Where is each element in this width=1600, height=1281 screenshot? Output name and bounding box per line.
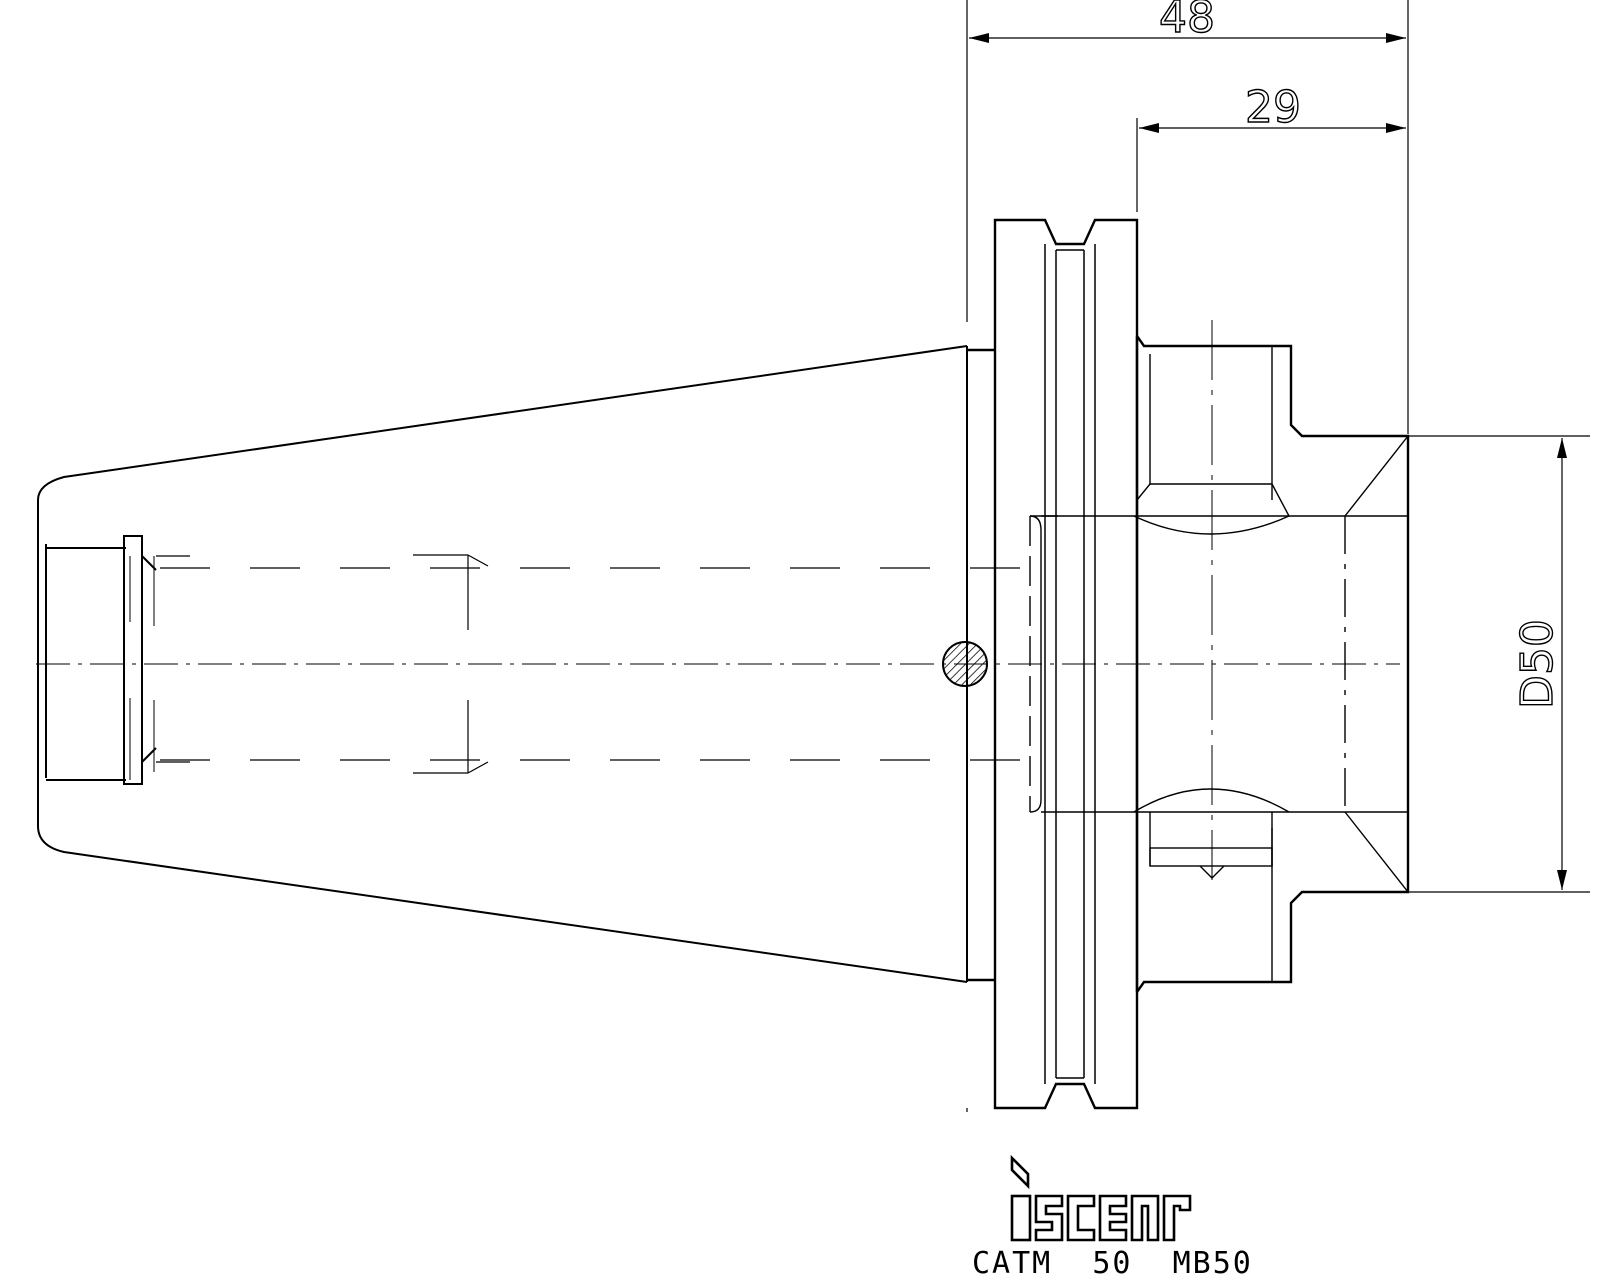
dim-48-label: 48 <box>1159 0 1215 43</box>
dimension-lines <box>966 0 1590 1112</box>
dim-d50-label: D50 <box>1512 619 1563 709</box>
key-hole <box>942 641 988 687</box>
part-code: CATM 50 MB50 <box>972 1246 1253 1281</box>
dim-29-label: 29 <box>1245 82 1301 133</box>
iscar-logo-icon <box>1010 1154 1192 1242</box>
flange <box>967 218 1139 1110</box>
holder-body <box>1135 335 1410 993</box>
inner-bore <box>1029 320 1409 982</box>
hidden-bore-lines <box>160 554 1030 774</box>
